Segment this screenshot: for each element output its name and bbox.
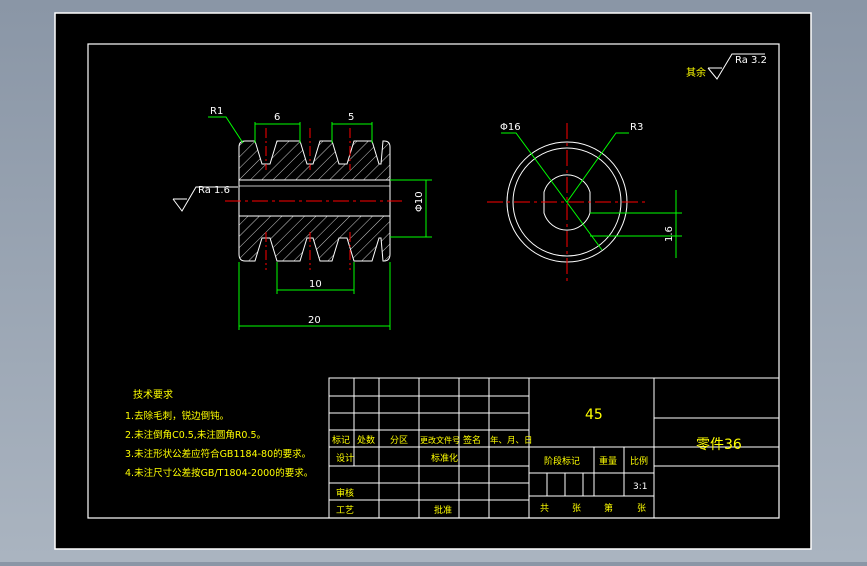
section-dimensions [208, 116, 432, 330]
tb-page: 第 [604, 502, 613, 514]
title-block [328, 377, 780, 519]
tech-req-item-1: 1.去除毛刺，锐边倒钝。 [125, 410, 229, 422]
pulley-end-view [487, 123, 648, 281]
tb-header-sign: 签名 [463, 434, 481, 446]
tb-part-name: 零件36 [696, 437, 742, 453]
tb-standardize: 标准化 [431, 452, 458, 464]
sheet-background [54, 12, 812, 550]
roughness-other-symbol [707, 53, 765, 80]
tb-scale-value: 3:1 [633, 482, 647, 492]
tb-approve: 批准 [434, 504, 452, 516]
tb-stage-mark: 阶段标记 [544, 455, 580, 467]
dim-overall-length: 20 [308, 315, 321, 326]
end-dimensions [501, 132, 682, 258]
tb-header-date: 年、月、日 [490, 435, 533, 446]
keyed-bore [543, 174, 591, 231]
roughness-left-symbol [172, 186, 238, 212]
tb-header-docno: 更改文件号 [420, 435, 460, 445]
roughness-left-value: Ra 1.6 [198, 185, 230, 196]
dim-tooth-left: 6 [274, 112, 280, 123]
dim-r1: R1 [210, 106, 223, 117]
section-lower-hatch [238, 215, 391, 262]
dim-r3: R3 [630, 122, 643, 133]
tb-process: 工艺 [336, 505, 354, 516]
roughness-other-value: Ra 3.2 [735, 55, 767, 66]
tb-header-zone: 分区 [390, 435, 408, 446]
dim-outer-diameter: Φ16 [500, 122, 521, 133]
tb-review: 审核 [336, 487, 354, 499]
outer-circle-2 [512, 147, 622, 257]
tb-weight: 重量 [599, 455, 617, 467]
tech-req-item-4: 4.未注尺寸公差按GB/T1804-2000的要求。 [125, 467, 313, 479]
pulley-section-view [225, 128, 402, 270]
tech-req-item-2: 2.未注倒角C0.5,未注圆角R0.5。 [125, 429, 266, 441]
dim-key-depth: 1.6 [664, 226, 675, 242]
tb-scale-label: 比例 [630, 455, 648, 467]
tb-sheets-1: 张 [572, 503, 581, 514]
tb-design: 设计 [336, 452, 354, 464]
dim-groove-span: 10 [309, 279, 322, 290]
tb-header-mark: 标记 [332, 434, 350, 446]
tb-header-count: 处数 [357, 434, 375, 446]
tb-material: 45 [585, 407, 603, 423]
tech-req-title: 技术要求 [133, 388, 173, 401]
tb-sheets-2: 张 [637, 503, 646, 514]
tech-req-item-3: 3.未注形状公差应符合GB1184-80的要求。 [125, 448, 311, 460]
dim-tooth-right: 5 [348, 112, 354, 123]
tb-total: 共 [540, 503, 549, 514]
roughness-other-label: 其余 [686, 66, 706, 79]
bore-region [238, 179, 391, 217]
dim-bore-diameter: Φ10 [414, 191, 425, 212]
